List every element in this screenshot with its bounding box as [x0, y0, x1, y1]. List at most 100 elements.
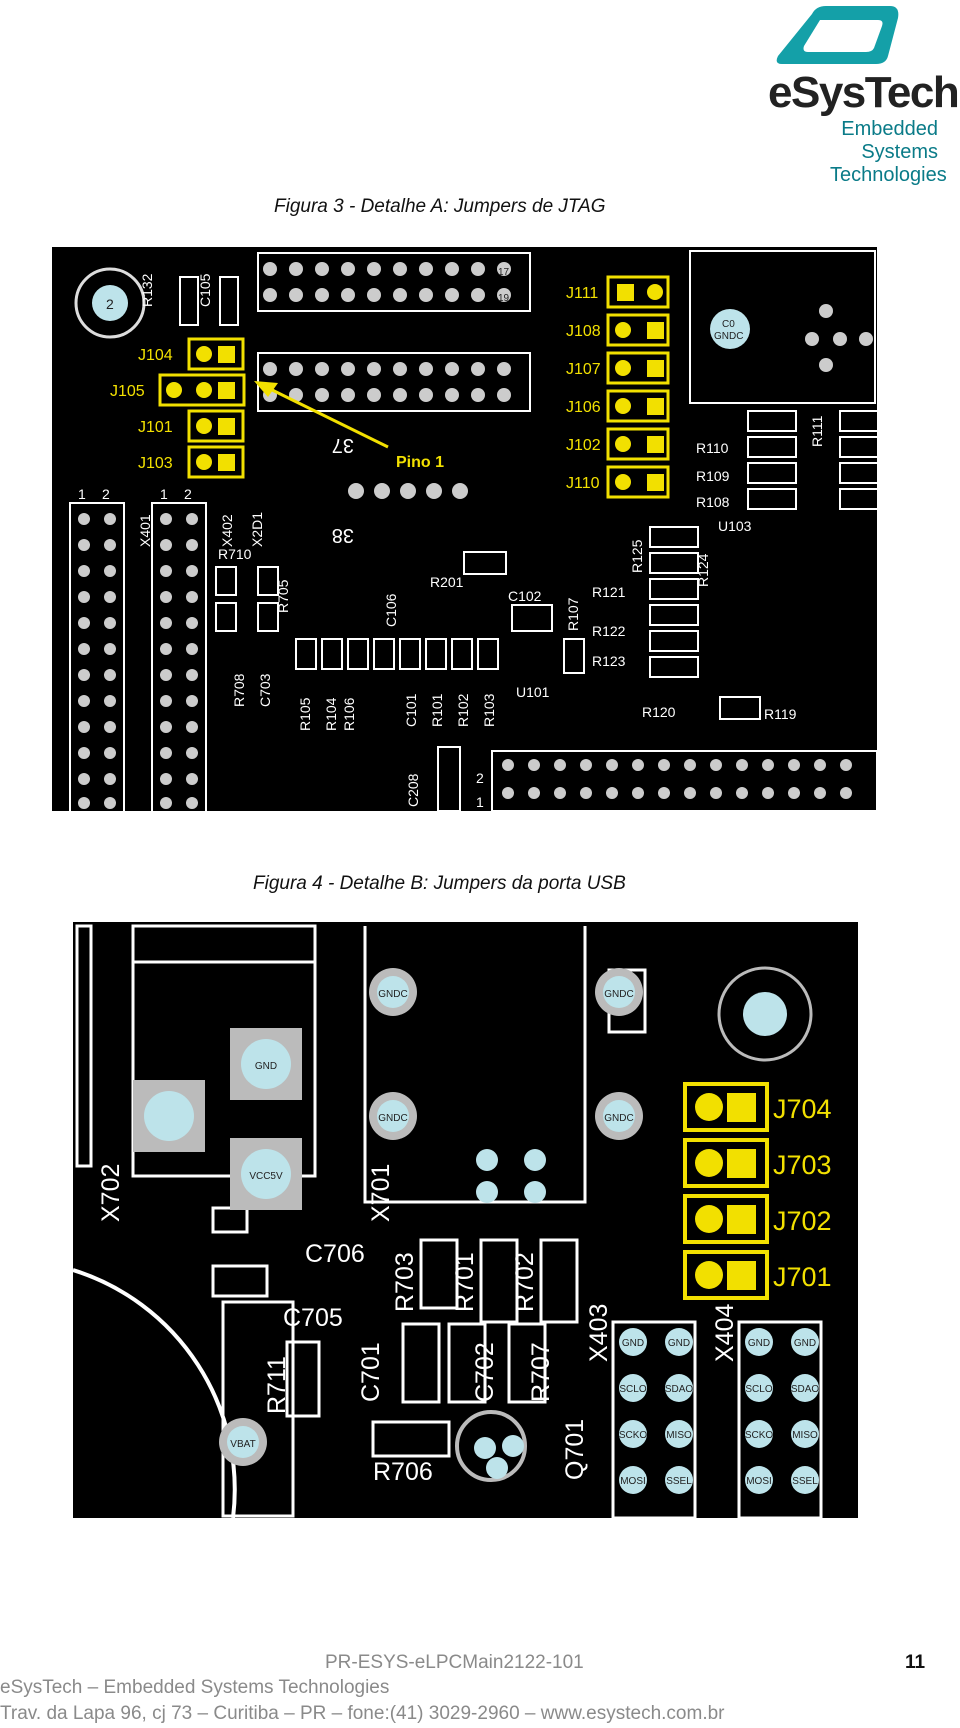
- label-j701: J701: [773, 1262, 832, 1292]
- figure-4-pcb-image: J704 J703 J702 J701 X702 X701 C706 C705 …: [73, 922, 858, 1518]
- footer-address: Trav. da Lapa 96, cj 73 – Curitiba – PR …: [0, 1703, 725, 1724]
- svg-text:SSEL: SSEL: [792, 1476, 818, 1487]
- document-id: PR-ESYS-eLPCMain2122-101: [325, 1652, 584, 1673]
- svg-text:R105: R105: [297, 697, 313, 731]
- svg-text:MISO: MISO: [666, 1430, 692, 1441]
- svg-text:2: 2: [476, 770, 484, 786]
- svg-text:X701: X701: [367, 1164, 395, 1222]
- svg-text:GNDC: GNDC: [604, 989, 633, 1000]
- label-j105: J105: [110, 383, 145, 400]
- svg-text:C106: C106: [383, 593, 399, 627]
- svg-text:C0: C0: [722, 319, 735, 330]
- svg-text:GNDC: GNDC: [604, 1113, 633, 1124]
- label-j110: J110: [566, 475, 600, 492]
- svg-text:X401: X401: [137, 514, 153, 547]
- svg-text:SDAO: SDAO: [791, 1384, 820, 1395]
- svg-text:R107: R107: [565, 597, 581, 631]
- svg-text:R120: R120: [642, 704, 676, 720]
- label-j104: J104: [138, 347, 173, 364]
- svg-text:GND: GND: [255, 1061, 277, 1072]
- svg-text:19: 19: [498, 293, 510, 304]
- svg-text:VBAT: VBAT: [230, 1439, 255, 1450]
- svg-text:GND: GND: [748, 1338, 770, 1349]
- svg-text:R124: R124: [695, 553, 711, 587]
- svg-text:MOSI: MOSI: [746, 1476, 772, 1487]
- svg-text:SCLO: SCLO: [745, 1384, 772, 1395]
- svg-text:MOSI: MOSI: [620, 1476, 646, 1487]
- svg-text:2: 2: [184, 486, 192, 502]
- svg-text:SCKO: SCKO: [619, 1430, 648, 1441]
- svg-text:R701: R701: [451, 1252, 479, 1312]
- svg-text:R705: R705: [275, 579, 291, 613]
- svg-text:C208: C208: [405, 773, 421, 807]
- svg-text:C706: C706: [305, 1240, 365, 1268]
- svg-text:X2D1: X2D1: [249, 512, 265, 547]
- label-j101: J101: [138, 419, 173, 436]
- svg-text:37: 37: [332, 434, 354, 456]
- label-j111: J111: [566, 285, 598, 302]
- svg-text:GNDC: GNDC: [378, 989, 407, 1000]
- svg-text:R102: R102: [455, 693, 471, 727]
- footer-company: eSysTech – Embedded Systems Technologies: [0, 1677, 390, 1698]
- svg-text:MISO: MISO: [792, 1430, 818, 1441]
- svg-text:R104: R104: [323, 697, 339, 731]
- svg-text:1: 1: [78, 486, 86, 502]
- figure-3-caption: Figura 3 - Detalhe A: Jumpers de JTAG: [274, 196, 606, 217]
- svg-text:R125: R125: [629, 539, 645, 573]
- svg-text:X402: X402: [219, 514, 235, 547]
- svg-text:U103: U103: [718, 518, 752, 534]
- svg-text:R121: R121: [592, 584, 626, 600]
- svg-text:R109: R109: [696, 468, 730, 484]
- svg-text:SCKO: SCKO: [745, 1430, 774, 1441]
- svg-text:R703: R703: [391, 1252, 419, 1312]
- svg-text:17: 17: [498, 267, 510, 278]
- svg-text:GNDC: GNDC: [714, 331, 743, 342]
- svg-text:R111: R111: [809, 415, 825, 447]
- svg-text:GND: GND: [794, 1338, 816, 1349]
- svg-text:X404: X404: [711, 1304, 739, 1362]
- label-j704: J704: [773, 1094, 832, 1124]
- svg-text:R110: R110: [696, 440, 729, 456]
- svg-text:R702: R702: [511, 1252, 539, 1312]
- svg-text:R101: R101: [429, 693, 445, 727]
- figure-4-caption: Figura 4 - Detalhe B: Jumpers da porta U…: [253, 873, 626, 894]
- logo-name: eSysTech: [768, 68, 960, 117]
- svg-text:38: 38: [332, 524, 354, 546]
- svg-text:R106: R106: [341, 697, 357, 731]
- label-j103: J103: [138, 455, 173, 472]
- svg-text:R122: R122: [592, 623, 626, 639]
- svg-text:R707: R707: [527, 1342, 555, 1402]
- svg-text:R708: R708: [231, 673, 247, 707]
- label-j102: J102: [566, 437, 601, 454]
- svg-text:GND: GND: [668, 1338, 690, 1349]
- svg-text:Q701: Q701: [561, 1419, 589, 1480]
- svg-text:R711: R711: [263, 1356, 291, 1414]
- svg-text:R108: R108: [696, 494, 730, 510]
- svg-text:SDAO: SDAO: [665, 1384, 694, 1395]
- svg-text:2: 2: [102, 486, 110, 502]
- esystech-logo: [776, 6, 899, 64]
- svg-text:1: 1: [160, 486, 168, 502]
- svg-text:U101: U101: [516, 684, 550, 700]
- svg-text:GND: GND: [622, 1338, 644, 1349]
- label-pino-1: Pino 1: [396, 454, 444, 471]
- svg-text:C102: C102: [508, 588, 542, 604]
- svg-text:R123: R123: [592, 653, 626, 669]
- svg-text:1: 1: [476, 794, 484, 810]
- figure-3-pcb-image: J104 J105 J101 J103 J111 J108 J107 J106 …: [52, 247, 877, 811]
- svg-text:C105: C105: [197, 273, 213, 307]
- svg-text:VCC5V: VCC5V: [249, 1171, 283, 1182]
- svg-text:C101: C101: [403, 693, 419, 727]
- svg-text:R103: R103: [481, 693, 497, 727]
- svg-text:C703: C703: [257, 673, 273, 707]
- page-number: 11: [905, 1652, 926, 1673]
- svg-text:C702: C702: [471, 1342, 499, 1402]
- svg-text:R119: R119: [764, 706, 797, 722]
- svg-text:C701: C701: [357, 1342, 385, 1402]
- label-j703: J703: [773, 1150, 832, 1180]
- svg-text:R710: R710: [218, 546, 252, 562]
- svg-text:R132: R132: [139, 273, 155, 307]
- label-j107: J107: [566, 361, 601, 378]
- label-j702: J702: [773, 1206, 832, 1236]
- logo-subtitle: Embedded Systems Technologies: [830, 118, 947, 186]
